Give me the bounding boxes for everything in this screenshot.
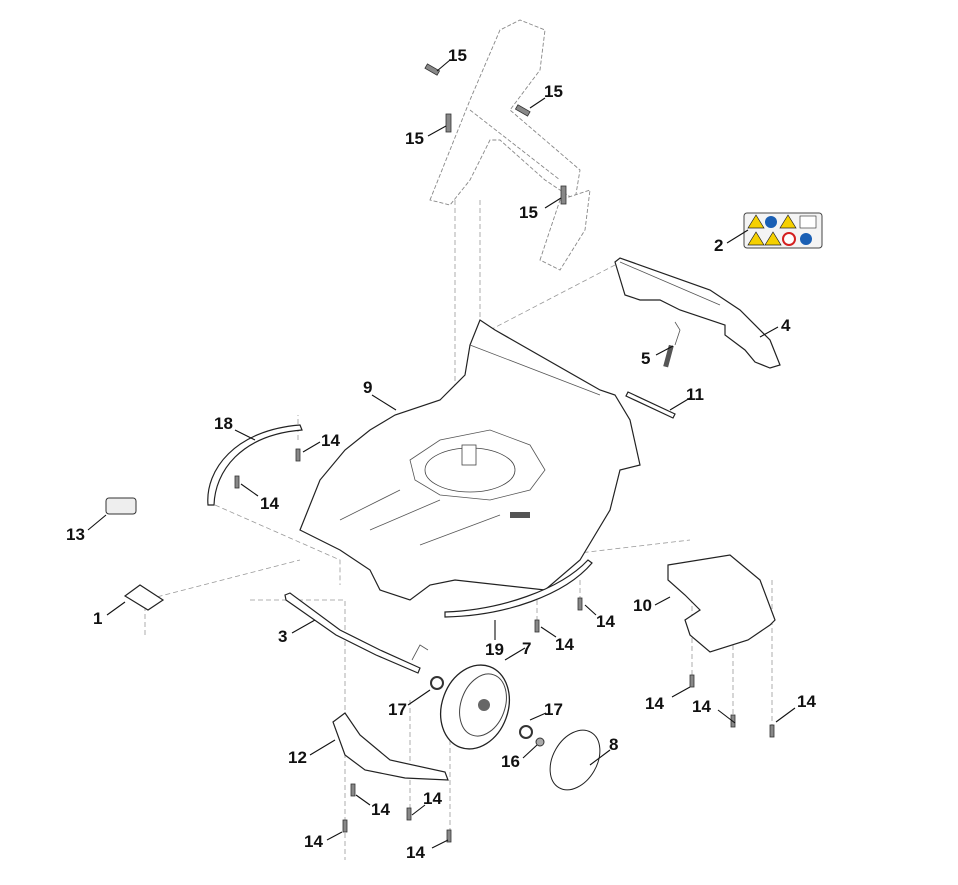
handle-ghost	[429, 19, 591, 271]
callout-15a: 15	[448, 46, 467, 65]
safety-decal	[743, 212, 823, 249]
callout-15d: 15	[519, 203, 538, 222]
callout-13: 13	[66, 525, 85, 544]
rear-flap	[614, 257, 781, 369]
callout-14h: 14	[371, 800, 390, 819]
callout-15b: 15	[405, 129, 424, 148]
callout-2: 2	[714, 236, 723, 255]
callout-14b: 14	[260, 494, 279, 513]
callout-labels: 1 2 3 4 5 7 8 9 10 11 12 13 16 17 17 18 …	[66, 46, 816, 862]
foot-warning-icon	[764, 231, 782, 246]
callout-8: 8	[609, 735, 618, 754]
callout-17a: 17	[388, 700, 407, 719]
handle-bolts	[424, 63, 567, 205]
ear-protection-icon	[800, 233, 812, 245]
discharge-cover	[667, 554, 776, 653]
callout-19: 19	[485, 640, 504, 659]
blade-warning-icon	[779, 214, 797, 229]
callout-9: 9	[363, 378, 372, 397]
callout-14j: 14	[304, 832, 323, 851]
front-bumper-rail	[207, 424, 303, 506]
hand-warning-icon	[747, 231, 765, 246]
distance-icon	[799, 215, 817, 229]
callout-14c: 14	[596, 612, 615, 631]
hub-cap	[549, 729, 601, 791]
read-manual-icon	[765, 216, 777, 228]
callout-11: 11	[686, 385, 704, 404]
height-adjuster	[332, 712, 449, 781]
rear-axle	[284, 592, 429, 674]
screws	[234, 448, 775, 843]
warning-icon	[747, 214, 765, 229]
wheel	[440, 664, 510, 750]
callout-17b: 17	[544, 700, 563, 719]
spring	[663, 321, 681, 368]
callout-14e: 14	[645, 694, 664, 713]
callout-7: 7	[522, 639, 531, 658]
callout-18: 18	[214, 414, 233, 433]
side-rail	[444, 559, 593, 618]
label-plate	[123, 584, 165, 611]
callout-14a: 14	[321, 431, 340, 450]
callout-14k: 14	[406, 843, 425, 862]
hinge-rod	[625, 391, 676, 419]
callout-16: 16	[501, 752, 520, 771]
callout-14f: 14	[692, 697, 711, 716]
rating-label	[105, 497, 137, 515]
bolt-icon	[424, 63, 441, 76]
prohibit-icon	[782, 232, 796, 246]
bolt-icon	[514, 104, 531, 117]
callout-1: 1	[93, 609, 102, 628]
callout-14d: 14	[555, 635, 574, 654]
bolt-icon	[445, 113, 452, 133]
callout-15c: 15	[544, 82, 563, 101]
callout-14i: 14	[423, 789, 442, 808]
callout-14g: 14	[797, 692, 816, 711]
callout-10: 10	[633, 596, 652, 615]
callout-12: 12	[288, 748, 307, 767]
mower-deck	[299, 319, 641, 601]
callout-4: 4	[781, 316, 791, 335]
leader-lines	[87, 59, 796, 849]
callout-5: 5	[641, 349, 650, 368]
wheel-assembly	[430, 664, 601, 791]
bolt-icon	[560, 185, 567, 205]
callout-3: 3	[278, 627, 287, 646]
